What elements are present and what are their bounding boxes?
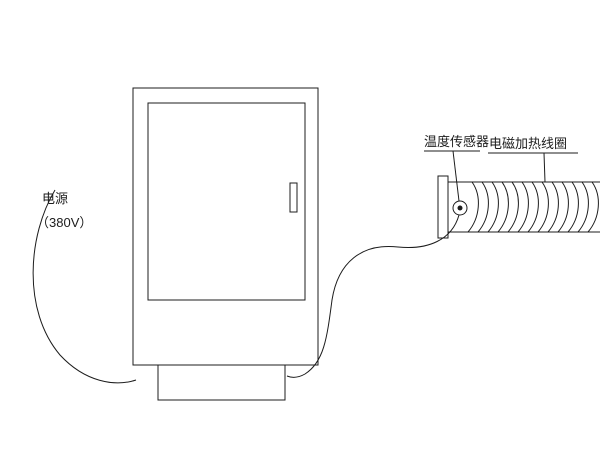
door-handle [289,182,298,213]
control-cabinet [132,87,319,401]
coil-turn [527,181,539,233]
coil-turn [487,181,499,233]
pipe-end-cap [437,175,449,239]
coil-turn [467,181,479,233]
temp-sensor-label: 温度传感器 [424,134,489,149]
coil-turn [477,181,489,233]
coil-leader-line [543,152,546,183]
cabinet-door [147,102,306,301]
heating-coil [467,181,599,233]
coil-turn [587,181,599,233]
coil-label: 电磁加热线圈 [489,136,567,151]
sensor-dot [457,205,463,211]
power-label: 电源 [42,191,68,206]
power-cable [32,189,137,384]
coil-turn [577,181,589,233]
voltage-label: （380V） [36,215,92,230]
temp-sensor-leader-line [452,150,460,202]
coil-turn [547,181,559,233]
coil-turn [517,181,529,233]
temperature-sensor [452,200,468,216]
coil-turn [567,181,579,233]
sensor-cable [286,214,460,378]
coil-turn [497,181,509,233]
cabinet-base [157,364,286,401]
coil-turn [507,181,519,233]
coil-turn [557,181,569,233]
coil-turn [537,181,549,233]
